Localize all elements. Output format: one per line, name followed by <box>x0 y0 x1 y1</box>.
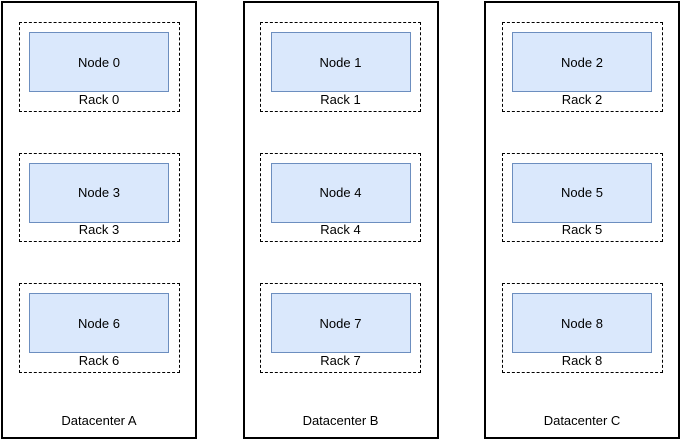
rack-1: Node 1 Rack 1 <box>260 22 421 112</box>
node-2-label: Node 2 <box>561 54 603 70</box>
rack-2-label: Rack 2 <box>561 91 603 107</box>
rack-4-label: Rack 4 <box>320 222 361 238</box>
node-5: Node 5 <box>512 162 652 223</box>
rack-6-label: Rack 6 <box>78 353 120 369</box>
node-7-label: Node 7 <box>319 315 362 331</box>
rack-8: Node 8 Rack 8 <box>501 283 663 374</box>
datacenter-a-container: Node 0 Rack 0 Node 3 Rack 3 Node 6 Rack … <box>1 1 197 439</box>
node-5-label: Node 5 <box>561 185 603 201</box>
datacenter-c-container: Node 2 Rack 2 Node 5 Rack 5 Node 8 Rack … <box>484 1 680 439</box>
node-8: Node 8 <box>512 293 652 354</box>
datacenter-a-label: Datacenter A <box>61 413 137 429</box>
node-2: Node 2 <box>512 32 652 92</box>
rack-0: Node 0 Rack 0 <box>18 22 180 112</box>
node-4: Node 4 <box>270 162 411 223</box>
node-7: Node 7 <box>270 293 411 354</box>
rack-3: Node 3 Rack 3 <box>18 152 180 243</box>
node-0: Node 0 <box>29 32 169 92</box>
rack-8-label: Rack 8 <box>561 353 603 369</box>
node-6-label: Node 6 <box>78 315 120 331</box>
rack-4: Node 4 Rack 4 <box>260 152 421 243</box>
node-4-label: Node 4 <box>319 185 362 201</box>
rack-7: Node 7 Rack 7 <box>260 283 421 374</box>
datacenter-c-label: Datacenter C <box>543 413 621 429</box>
rack-5-label: Rack 5 <box>561 222 603 238</box>
datacenter-b-container: Node 1 Rack 1 Node 4 Rack 4 Node 7 Rack … <box>242 1 439 439</box>
node-0-label: Node 0 <box>78 54 120 70</box>
node-3-label: Node 3 <box>78 185 120 201</box>
rack-1-label: Rack 1 <box>320 91 361 107</box>
node-6: Node 6 <box>29 293 169 354</box>
node-1-label: Node 1 <box>319 54 362 70</box>
rack-6: Node 6 Rack 6 <box>18 283 180 374</box>
node-3: Node 3 <box>29 162 169 223</box>
rack-0-label: Rack 0 <box>78 91 120 107</box>
rack-5: Node 5 Rack 5 <box>501 152 663 243</box>
node-8-label: Node 8 <box>561 315 603 331</box>
rack-3-label: Rack 3 <box>78 222 120 238</box>
node-1: Node 1 <box>270 32 411 92</box>
datacenter-b-label: Datacenter B <box>302 413 379 429</box>
rack-2: Node 2 Rack 2 <box>501 22 663 112</box>
rack-7-label: Rack 7 <box>320 353 361 369</box>
